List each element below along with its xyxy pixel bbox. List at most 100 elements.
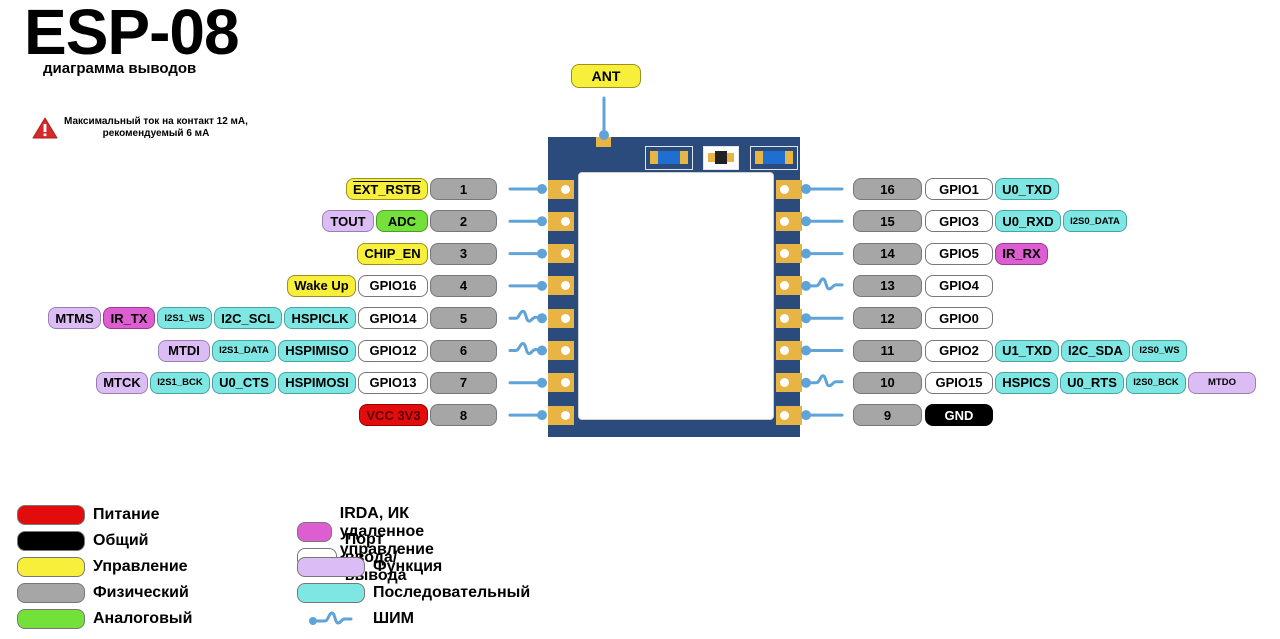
pad-right-9 [776,405,802,425]
current-warning: Максимальный ток на контакт 12 мА, реком… [32,116,248,140]
pin-3-label-chip-en-text: CHIP_EN [364,246,421,262]
legend-swatch-control [17,557,85,577]
pin-number-14-text: 14 [880,246,895,262]
pin-11-label-i2s0-ws: I2S0_WS [1132,339,1187,362]
pin-15-label-i2s0-data: I2S0_DATA [1063,210,1127,233]
pin-2-label-tout: TOUT [322,210,374,233]
pin-connector [508,280,547,291]
legend-item-function: Функция [297,557,442,577]
pin-11-label-gpio2: GPIO2 [925,339,993,362]
pin-15-label-u0-rxd-text: U0_RXD [1002,213,1054,229]
pin-number-13: 13 [853,274,922,297]
pin-13-label-gpio4: GPIO4 [925,274,993,297]
pad-hole [561,346,570,355]
pin-5-label-gpio14: GPIO14 [358,307,428,330]
pin-2-label-tout-text: TOUT [330,213,366,229]
pin-7-label-mtck: MTCK [96,371,148,394]
pad-left-7 [548,373,574,393]
pin-10-label-mtdo: MTDO [1188,371,1256,394]
pin-11-label-gpio2-text: GPIO2 [939,343,979,358]
pin-4-label-gpio16-text: GPIO16 [369,278,417,294]
pin-15-label-gpio3-text: GPIO3 [939,213,979,229]
pad-left-2 [548,211,574,231]
pad-hole [780,346,789,355]
warning-line-1: Максимальный ток на контакт 12 мА, [64,116,248,127]
pin-6-label-hspimiso-text: HSPIMISO [285,343,349,358]
smd-component-3 [750,146,798,170]
legend-swatch-physical [17,583,85,603]
pin-6-label-i2s1-data: I2S1_DATA [212,339,276,362]
pin-connector [801,248,844,259]
pin-5-label-gpio14-text: GPIO14 [369,310,417,326]
pwm-connector [508,309,547,324]
antenna-label: ANT [571,64,641,88]
pin-5-label-mtms: MTMS [48,307,101,330]
pin-13-label-gpio4-text: GPIO4 [939,278,979,294]
pad-hole [561,249,570,259]
legend-swatch-function [297,557,365,577]
pin-11-label-i2c-sda-text: I2C_SDA [1068,343,1123,358]
legend-item-power: Питание [17,505,159,525]
pin-connector [508,410,547,421]
pad-left-8 [548,405,574,425]
legend-label: IRDA, ИК удаленное управление [339,505,434,558]
legend-item-ground: Общий [17,531,149,551]
pad-hole [561,281,570,291]
pin-5-label-hspiclk-text: HSPICLK [291,310,349,326]
smd-component-2 [703,146,739,170]
pad-right-14 [776,244,802,264]
pad-right-11 [776,341,802,360]
pad-hole [780,378,789,388]
pad-left-6 [548,341,574,360]
pin-number-1-text: 1 [459,181,468,197]
pin-6-label-hspimiso: HSPIMISO [278,339,356,362]
pin-5-label-mtms-text: MTMS [55,310,94,326]
pwm-wave-icon [309,611,353,625]
pin-16-label-u0-txd-text: U0_TXD [1002,181,1052,197]
legend-label: ШИМ [373,610,414,627]
pin-5-label-i2s1-ws-text: I2S1_WS [164,312,205,324]
pin-5-label-i2s1-ws: I2S1_WS [157,307,212,330]
legend-label: Физический [93,584,189,601]
pin-7-label-i2s1-bck-text: I2S1_BCK [157,377,203,389]
warning-text: Максимальный ток на контакт 12 мА, реком… [64,116,248,140]
pad-hole [561,313,570,323]
pin-number-15-text: 15 [880,213,895,229]
pin-4-label-wake-up: Wake Up [287,274,356,297]
pad-hole [561,184,570,194]
warning-line-2: рекомендуемый 6 мА [102,128,210,139]
pin-number-10: 10 [853,371,922,394]
pad-right-12 [776,308,802,328]
pin-5-label-ir-tx: IR_TX [103,307,155,330]
pin-11-label-u1-txd-text: U1_TXD [1002,343,1052,358]
pin-5-label-hspiclk: HSPICLK [284,307,356,330]
pin-10-label-gpio15-text: GPIO15 [935,375,983,391]
pin-number-7: 7 [430,371,497,394]
pin-14-label-ir-rx: IR_RX [995,242,1048,265]
pin-14-label-gpio5-text: GPIO5 [939,246,979,262]
pin-9-label-gnd: GND [925,404,993,427]
pin-number-8: 8 [430,404,497,427]
pin-number-3-text: 3 [459,246,468,262]
pad-left-5 [548,308,574,328]
pin-connector [508,184,547,194]
pin-connector [801,184,844,194]
pin-number-10-text: 10 [880,375,895,391]
pwm-connector [801,277,844,291]
pin-number-7-text: 7 [459,375,468,391]
pin-12-label-gpio0-text: GPIO0 [939,310,979,326]
pin-connector [508,377,547,388]
pin-2-label-adc-text: ADC [387,213,417,229]
pad-left-1 [548,179,574,199]
pin-5-label-ir-tx-text: IR_TX [110,310,148,326]
pin-connector [801,313,844,324]
pin-8-label-vcc-3v3: VCC 3V3 [359,404,428,427]
pad-hole [780,313,789,323]
legend-label: Управление [93,558,188,575]
pin-14-label-gpio5: GPIO5 [925,242,993,265]
pin-2-label-adc: ADC [376,210,428,233]
rf-shield [578,172,774,420]
pin-10-label-hspics-text: HSPICS [1002,375,1051,391]
pin-5-label-i2c-scl-text: I2C_SCL [221,310,275,326]
pin-4-label-gpio16: GPIO16 [358,274,428,297]
